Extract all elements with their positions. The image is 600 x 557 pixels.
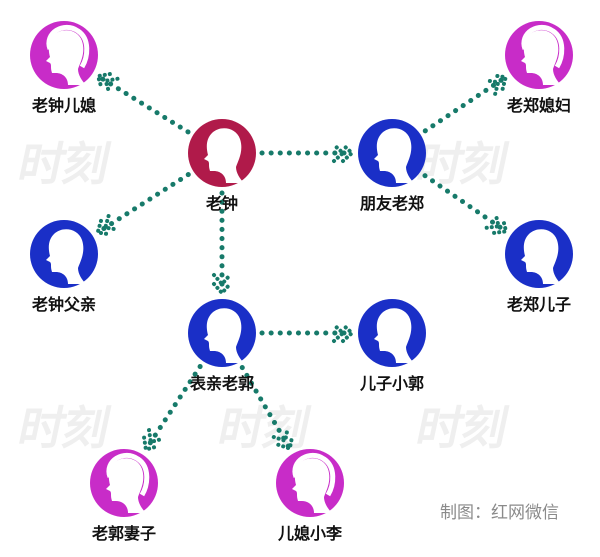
node-label: 老钟	[205, 194, 238, 213]
node-label: 老郭妻子	[91, 524, 156, 543]
edge-zhong-to-zhong_daughter_in_law	[95, 72, 191, 135]
male-person-icon	[374, 308, 414, 363]
edge-zhong-to-friend_zheng	[259, 143, 355, 163]
female-person-icon	[106, 458, 146, 513]
node-friend-zheng: 朋友老郑	[358, 119, 426, 213]
node-label: 老钟儿媳	[31, 96, 96, 115]
edge-zhong-to-cousin_guo	[212, 190, 232, 296]
male-person-icon	[204, 308, 244, 363]
credit-text: 制图：红网微信	[440, 503, 559, 523]
male-person-icon	[46, 229, 86, 284]
female-person-icon	[521, 30, 561, 85]
male-person-icon	[204, 128, 244, 183]
node-label: 儿子小郭	[359, 374, 424, 393]
edge-friend_zheng-to-zheng_daughter_in_law	[422, 73, 509, 134]
node-daughter-in-law-xiaoli: 儿媳小李	[276, 449, 344, 543]
node-label: 儿媳小李	[277, 524, 343, 543]
node-label: 老钟父亲	[31, 295, 96, 314]
male-person-icon	[521, 229, 561, 284]
node-son-xiaoguo: 儿子小郭	[358, 299, 426, 393]
node-label: 老郑儿子	[506, 295, 571, 314]
node-zhong: 老钟	[188, 119, 256, 213]
female-person-icon	[46, 30, 86, 85]
node-label: 老郑媳妇	[506, 96, 571, 115]
edge-cousin_guo-to-daughter_in_law_xiaoli	[239, 365, 295, 451]
node-zheng-daughter-in-law: 老郑媳妇	[505, 21, 573, 115]
edges	[95, 72, 509, 453]
male-person-icon	[374, 128, 414, 183]
edge-cousin_guo-to-guo_wife	[142, 363, 203, 453]
node-zhong-father: 老钟父亲	[30, 220, 98, 314]
edge-cousin_guo-to-son_xiaoguo	[259, 323, 355, 343]
node-zhong-daughter-in-law: 老钟儿媳	[30, 21, 98, 115]
node-cousin-guo: 表亲老郭	[188, 299, 256, 393]
node-label: 朋友老郑	[360, 194, 424, 213]
edge-zhong-to-zhong_father	[95, 172, 191, 237]
node-guo-wife: 老郭妻子	[90, 449, 158, 543]
edge-friend_zheng-to-zheng_son	[422, 173, 509, 235]
female-person-icon	[292, 458, 332, 513]
node-label: 表亲老郭	[189, 374, 254, 393]
node-zheng-son: 老郑儿子	[505, 220, 573, 314]
